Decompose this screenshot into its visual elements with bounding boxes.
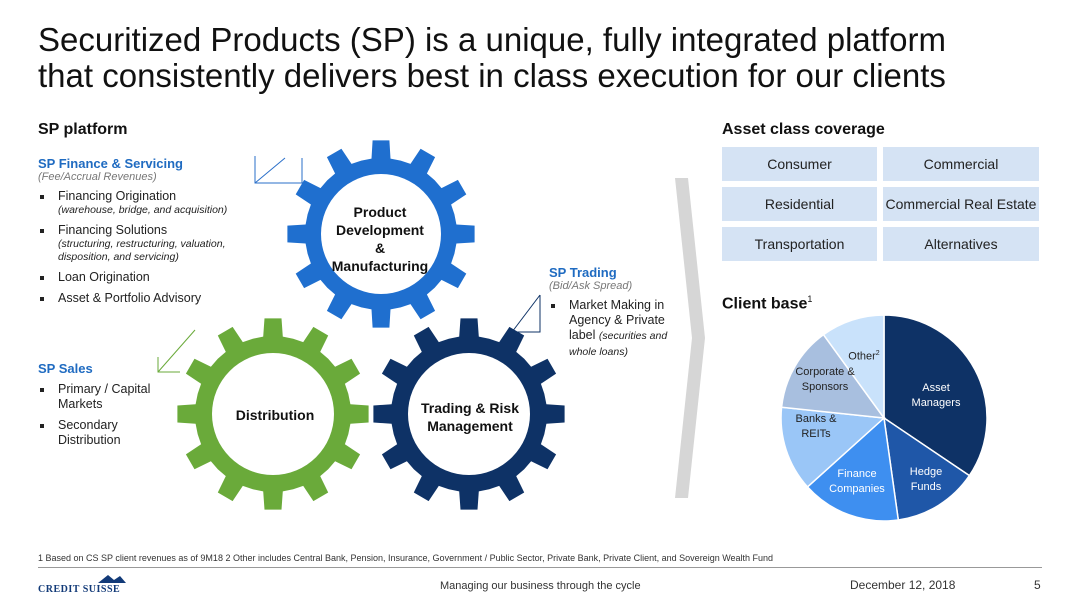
finance-connector-diag — [254, 157, 286, 184]
title-line-1: Securitized Products (SP) is a unique, f… — [38, 21, 946, 58]
pie-label-finance-companies: Finance Companies — [829, 468, 885, 495]
gear-hub — [321, 174, 441, 294]
footer-center-text: Managing our business through the cycle — [440, 580, 641, 592]
gear-label-line: Product — [353, 204, 407, 220]
product-gear-label: Product Development & Manufacturing — [316, 203, 444, 275]
trading-item-detail: (securities and whole loans) — [569, 330, 668, 358]
pie-slice-hedge-funds — [883, 416, 971, 521]
trading-connector — [512, 295, 541, 333]
finance-heading: SP Finance & Servicing — [38, 156, 183, 171]
footer-date: December 12, 2018 — [850, 578, 956, 592]
finance-subtitle: (Fee/Accrual Revenues) — [38, 171, 157, 183]
finance-item-label: Asset & Portfolio Advisory — [58, 291, 202, 305]
finance-connector — [254, 156, 303, 184]
chevron-divider — [675, 178, 705, 498]
pie-label-hedge-funds: Hedge Funds — [909, 466, 943, 493]
client-base-heading: Client base1 — [722, 294, 812, 313]
pie-slice-finance-companies — [806, 416, 900, 522]
gear-label-line: Trading & Risk — [420, 400, 520, 416]
client-base-title: Client base — [722, 295, 808, 313]
gear-label-line: & — [374, 240, 386, 256]
pie-slice-other — [822, 314, 885, 421]
list-item: Financing Origination(warehouse, bridge,… — [38, 189, 258, 217]
finance-servicing-block: SP Finance & Servicing (Fee/Accrual Reve… — [38, 156, 258, 306]
trading-connector-diag — [511, 294, 541, 333]
coverage-cell: Residential — [722, 187, 877, 221]
trading-list: Market Making in Agency & Private label … — [549, 298, 679, 360]
gear-label-line: Management — [427, 418, 513, 434]
coverage-cell: Consumer — [722, 147, 877, 181]
pie-label-asset-managers: Asset Managers — [911, 382, 961, 409]
finance-list: Financing Origination(warehouse, bridge,… — [38, 189, 258, 306]
sp-platform-heading: SP platform — [38, 121, 128, 138]
sales-block: SP Sales Primary / Capital Markets Secon… — [38, 361, 168, 448]
list-item: Financing Solutions(structuring, restruc… — [38, 223, 258, 264]
pie-label-other-sup: 2 — [875, 350, 880, 357]
trading-subtitle: (Bid/Ask Spread) — [549, 280, 633, 292]
pie-label-corporate-sponsors: Corporate & Sponsors — [795, 366, 855, 393]
finance-item-detail: (structuring, restructuring, valuation, … — [58, 238, 226, 263]
product-gear-icon — [287, 140, 475, 328]
finance-item-detail: (warehouse, bridge, and acquisition) — [58, 204, 228, 216]
pie-label-banks-reits: Banks & REITs — [795, 413, 837, 440]
finance-item-label: Financing Solutions — [58, 223, 168, 237]
sail-logo-icon — [98, 575, 126, 583]
sales-list: Primary / Capital Markets Secondary Dist… — [38, 382, 168, 448]
coverage-cell: Commercial — [883, 147, 1039, 181]
pie-slice-asset-managers — [883, 314, 988, 477]
coverage-cell: Alternatives — [883, 227, 1039, 261]
footer-divider — [38, 567, 1042, 568]
asset-class-grid: Consumer Commercial Residential Commerci… — [722, 147, 1039, 261]
sales-connector-diag — [157, 329, 196, 373]
page-number: 5 — [1034, 578, 1041, 592]
list-item: Asset & Portfolio Advisory — [38, 291, 258, 306]
distribution-gear-label: Distribution — [235, 407, 315, 423]
pie-slice-corporate-sponsors — [780, 333, 886, 419]
trading-gear-icon — [373, 318, 565, 510]
gear-label-line: Development — [336, 222, 424, 238]
footnote: 1 Based on CS SP client revenues as of 9… — [38, 553, 774, 563]
pie-label-other-text: Other — [848, 350, 876, 363]
gears-graphic — [177, 140, 565, 510]
list-item: Loan Origination — [38, 270, 258, 285]
trading-gear-label: Trading & Risk Management — [405, 399, 535, 435]
trading-block: SP Trading (Bid/Ask Spread) Market Makin… — [549, 265, 679, 360]
distribution-gear-icon — [177, 318, 369, 510]
gear-hub — [408, 353, 530, 475]
coverage-cell: Commercial Real Estate — [883, 187, 1039, 221]
finance-item-label: Financing Origination — [58, 189, 177, 203]
client-base-sup: 1 — [807, 294, 813, 304]
list-item: Secondary Distribution — [38, 418, 121, 448]
pie-slice-banks-reits — [780, 406, 886, 488]
list-item: Primary / Capital Markets — [38, 382, 168, 412]
gear-label-line: Manufacturing — [331, 258, 429, 274]
asset-class-heading: Asset class coverage — [722, 121, 885, 138]
sales-heading: SP Sales — [38, 361, 93, 376]
credit-suisse-logo: CREDIT SUISSE — [38, 574, 176, 595]
finance-item-label: Loan Origination — [58, 270, 150, 284]
coverage-cell: Transportation — [722, 227, 877, 261]
trading-item-main: Market Making in Agency & Private label — [569, 298, 665, 342]
pie-label-other: Other2 — [846, 346, 882, 365]
title-line-2: that consistently delivers best in class… — [38, 57, 946, 94]
gear-hub — [212, 353, 334, 475]
list-item: Market Making in Agency & Private label … — [549, 298, 669, 360]
page-title: Securitized Products (SP) is a unique, f… — [38, 22, 1058, 94]
trading-heading: SP Trading — [549, 265, 617, 280]
logo-text: CREDIT SUISSE — [38, 584, 121, 595]
